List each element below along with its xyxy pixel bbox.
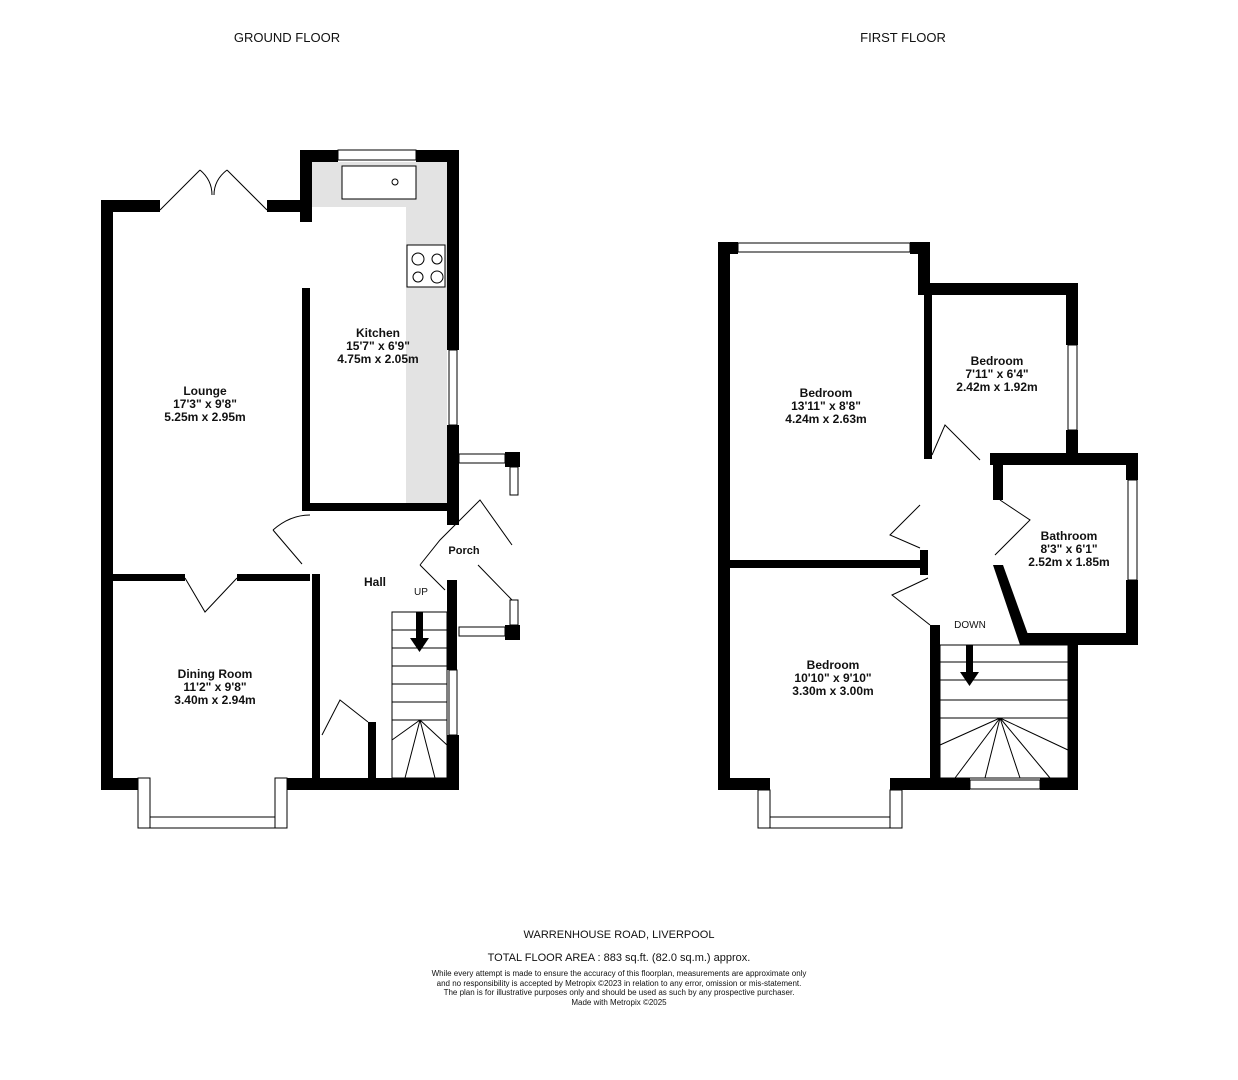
ground-floor-title: GROUND FLOOR (233, 30, 341, 45)
room-imperial: 15'7" x 6'9" (346, 339, 410, 353)
first-floor-plan (718, 242, 1138, 829)
sink-icon (341, 165, 417, 200)
room-imperial: 7'11" x 6'4" (965, 367, 1029, 381)
room-metric: 4.24m x 2.63m (785, 412, 867, 426)
room-metric: 2.42m x 1.92m (956, 380, 1038, 394)
room-name: Bedroom (806, 658, 860, 672)
staircase (391, 611, 448, 779)
disclaimer-line: Made with Metropix ©2025 (571, 997, 667, 1007)
stairs-up-label: UP (414, 587, 428, 598)
room-metric: 3.30m x 3.00m (792, 684, 874, 698)
room-name: Bedroom (970, 354, 1024, 368)
first-floor-title: FIRST FLOOR (860, 30, 946, 45)
room-imperial: 17'3" x 9'8" (173, 397, 237, 411)
room-name: Bathroom (1040, 529, 1098, 543)
disclaimer-line: and no responsibility is accepted by Met… (436, 978, 802, 988)
disclaimer-line: While every attempt is made to ensure th… (431, 969, 807, 978)
room-metric: 3.40m x 2.94m (174, 693, 256, 707)
room-metric: 4.75m x 2.05m (337, 352, 419, 366)
room-metric: 5.25m x 2.95m (164, 410, 246, 424)
room-name: Bedroom (799, 386, 853, 400)
room-metric: 2.52m x 1.85m (1028, 555, 1110, 569)
room-name: Lounge (183, 384, 227, 398)
hob-icon (406, 244, 446, 288)
disclaimer-line: The plan is for illustrative purposes on… (443, 988, 795, 997)
ground-floor-plan (101, 149, 520, 829)
room-name: Dining Room (177, 667, 253, 681)
room-name: Kitchen (355, 326, 400, 340)
room-imperial: 10'10" x 9'10" (794, 671, 872, 685)
address: WARRENHOUSE ROAD, LIVERPOOL (523, 929, 715, 941)
room-imperial: 11'2" x 9'8" (183, 680, 247, 694)
hall-label: Hall (363, 575, 387, 589)
total-floor-area: TOTAL FLOOR AREA : 883 sq.ft. (82.0 sq.m… (487, 952, 751, 964)
room-imperial: 13'11" x 8'8" (791, 399, 861, 413)
porch-label: Porch (448, 545, 480, 557)
stairs-down-label: DOWN (954, 620, 986, 631)
room-imperial: 8'3" x 6'1" (1040, 542, 1098, 556)
disclaimer: While every attempt is made to ensure th… (432, 969, 807, 1007)
staircase (939, 644, 1069, 779)
